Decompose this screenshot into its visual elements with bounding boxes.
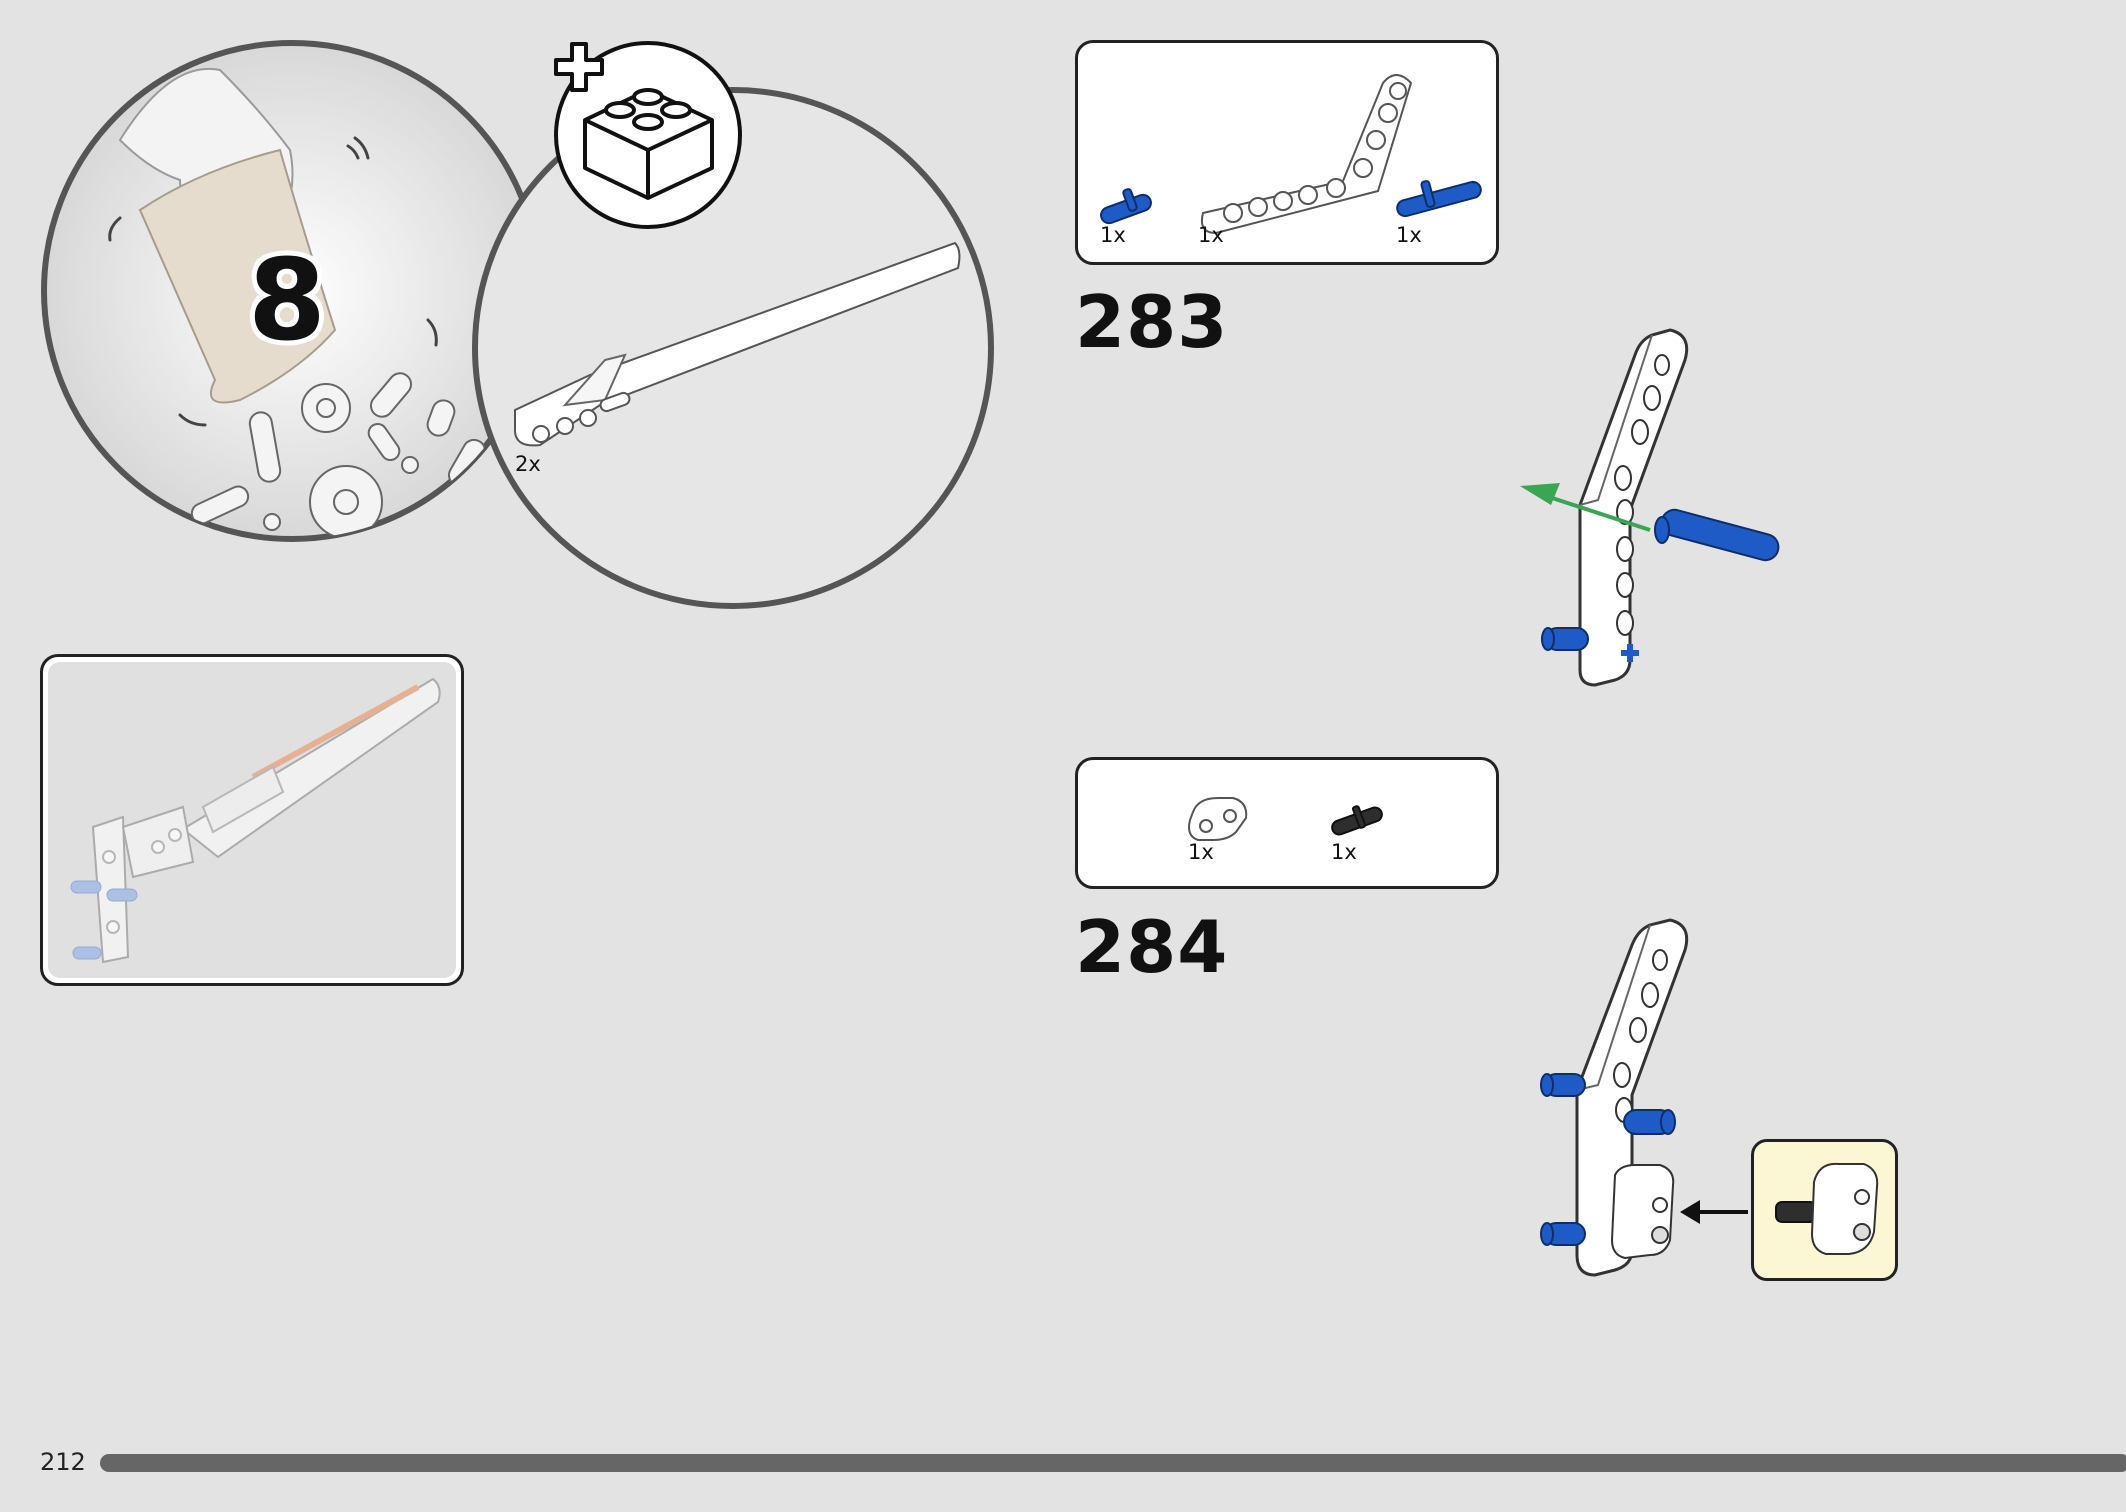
assembly-preview-panel (40, 654, 464, 986)
beam-qty-label: 2x (515, 452, 541, 476)
assembly-preview-illustration (70, 677, 441, 964)
step-284-subassembly-callout (1751, 1139, 1898, 1281)
step-284-part-1-qty: 1x (1188, 840, 1214, 864)
step-284-parts-panel: 1x 1x (1075, 757, 1499, 889)
blue-pin-part (1100, 188, 1152, 225)
thin-liftarm-part (1188, 797, 1248, 841)
bent-beam-part (1200, 74, 1413, 235)
step-283-part-1-qty: 1x (1100, 223, 1126, 247)
step-284-number: 284 (1075, 905, 1229, 989)
step-283-number: 283 (1075, 280, 1229, 364)
plus-icon (554, 42, 604, 92)
black-axle-pin-part (1331, 805, 1383, 836)
step-283-part-3-qty: 1x (1396, 223, 1422, 247)
step-283-parts-illustration (1100, 74, 1482, 235)
step-284-part-2-qty: 1x (1331, 840, 1357, 864)
subassembly-illustration (1775, 1162, 1879, 1255)
page-number: 212 (40, 1448, 86, 1476)
step-283-parts-panel: 1x 1x 1x (1075, 40, 1499, 265)
long-blue-pin-part (1396, 180, 1482, 218)
page-progress-bar (100, 1454, 2126, 1472)
parts-bag-illustration (138, 148, 337, 404)
bag-number: 8 (248, 236, 326, 366)
step-284-parts-illustration (1188, 797, 1383, 841)
green-insert-arrow (1539, 492, 1651, 532)
step-283-part-2-qty: 1x (1198, 223, 1224, 247)
